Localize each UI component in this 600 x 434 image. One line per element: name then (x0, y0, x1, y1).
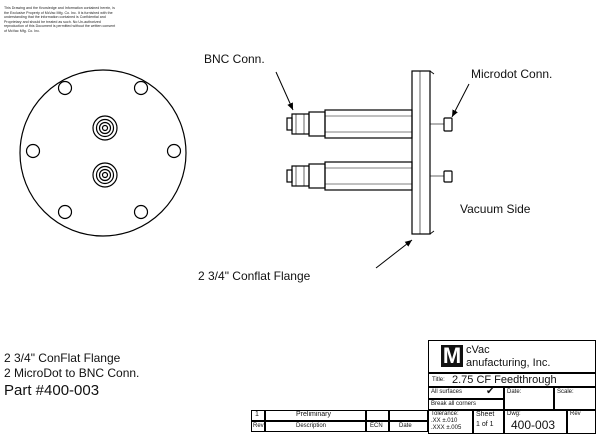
title-value: 2.75 CF Feedthrough (452, 374, 557, 386)
flange-side-body (411, 70, 431, 235)
ecn-header: ECN (370, 423, 383, 429)
corners-cell (428, 399, 504, 410)
bolt-hole-6 (57, 204, 73, 220)
dwg-label: Dwg: (507, 411, 521, 417)
vacuum-side-label: Vacuum Side (460, 202, 531, 216)
microdot-connector-top (443, 117, 453, 132)
bolt-hole-1 (133, 80, 149, 96)
flange-leader-arrow (375, 239, 413, 269)
dwg-value: 400-003 (511, 418, 556, 432)
revision-description: Preliminary (296, 411, 332, 418)
tolerance-xxx: .XXX ±.005 (431, 425, 462, 431)
tolerance-label: Tolerance: (431, 411, 459, 417)
bolt-hole-3 (166, 143, 182, 159)
sheet-label: Sheet (476, 411, 495, 418)
bolt-hole-5 (133, 204, 149, 220)
date-header: Date (399, 423, 412, 429)
surfaces-label: All surfaces (431, 389, 463, 395)
bolt-hole-2 (57, 80, 73, 96)
bolt-hole-4 (25, 143, 41, 159)
corners-label: Break all corners (431, 401, 477, 407)
bnc-connector-bottom-side (286, 161, 413, 191)
microdot-connector-bottom (443, 170, 453, 183)
proprietary-notice: This Drawing and the Knowledge and Infor… (4, 6, 116, 33)
rev-label: Rev (570, 411, 581, 417)
rev-header: Rev (253, 423, 264, 429)
description-header: Description (296, 423, 327, 429)
bnc-callout-label: BNC Conn. (204, 52, 265, 66)
company-logo: M (441, 343, 463, 368)
title-row (428, 373, 596, 387)
description-line-2: 2 MicroDot to BNC Conn. (4, 366, 140, 380)
surfaces-cell (428, 387, 504, 399)
sheet-value: 1 of 1 (476, 421, 494, 428)
date-label: Date: (507, 389, 522, 395)
company-name-line-1: cVac (466, 344, 490, 356)
company-name-line-2: anufacturing, Inc. (466, 357, 551, 369)
part-number: Part #400-003 (4, 382, 100, 399)
revision-number: 1 (255, 411, 259, 418)
check-icon: ✔ (486, 386, 495, 397)
scale-label: Scale: (557, 389, 574, 395)
flange-front-outline (19, 69, 187, 237)
title-label: Title: (432, 377, 445, 383)
company-box (428, 340, 596, 373)
scale-cell (554, 387, 596, 410)
date-cell (504, 387, 554, 410)
tolerance-xx: .XX ±.010 (431, 418, 458, 424)
microdot-leader-arrow (451, 83, 470, 118)
bnc-leader-arrow (275, 71, 294, 111)
bnc-connector-top-side (286, 109, 413, 139)
bnc-connector-top-front (92, 115, 118, 141)
microdot-callout-label: Microdot Conn. (471, 67, 553, 81)
description-line-1: 2 3/4" ConFlat Flange (4, 351, 121, 365)
bnc-connector-bottom-front (92, 162, 118, 188)
flange-callout-label: 2 3/4" Conflat Flange (198, 269, 311, 283)
